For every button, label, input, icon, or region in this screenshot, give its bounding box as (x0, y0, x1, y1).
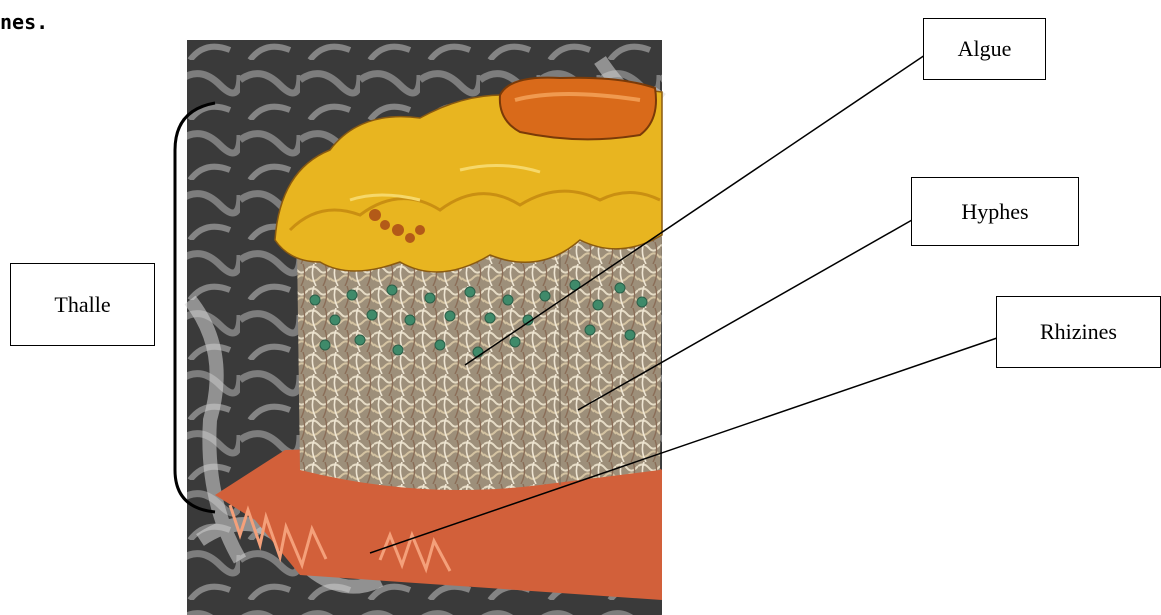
thalle-label: Thalle (10, 263, 155, 346)
rhizines-label: Rhizines (996, 296, 1161, 368)
algue-label: Algue (923, 18, 1046, 80)
hyphes-label: Hyphes (911, 177, 1079, 246)
apothecium (500, 78, 656, 140)
